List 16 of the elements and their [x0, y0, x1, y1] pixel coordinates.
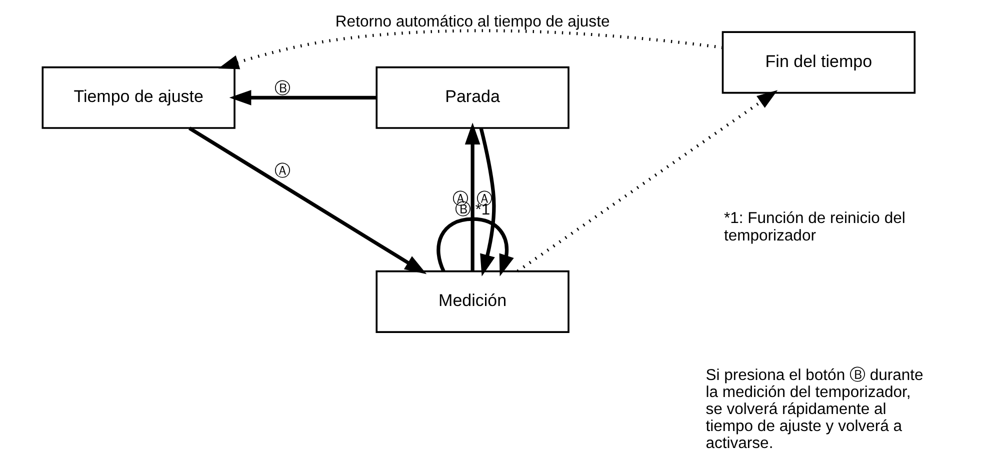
arrow [436, 216, 514, 276]
edge-label: Ⓑ [274, 80, 291, 97]
arrow [218, 28, 723, 69]
label: Si presiona el botón Ⓑ durante la medición del temporizador, se volverá rápidamente al tiempo de ajuste y volverá a activarse. [706, 366, 924, 452]
arrow [188, 126, 427, 274]
arrow [229, 89, 376, 105]
node-box: Fin del tiempo [722, 30, 916, 94]
node-box: Medición [376, 270, 570, 332]
arrow [479, 127, 496, 276]
edge-label: Retorno automático al tiempo de ajuste [335, 12, 610, 30]
arrow [516, 90, 778, 272]
label: *1: Función de reinicio del temporizador [724, 210, 906, 244]
arrow [464, 122, 480, 271]
edge-label: Ⓐ [274, 162, 291, 180]
node-box: Tiempo de ajuste [42, 66, 236, 128]
node-box: Parada [376, 66, 570, 128]
